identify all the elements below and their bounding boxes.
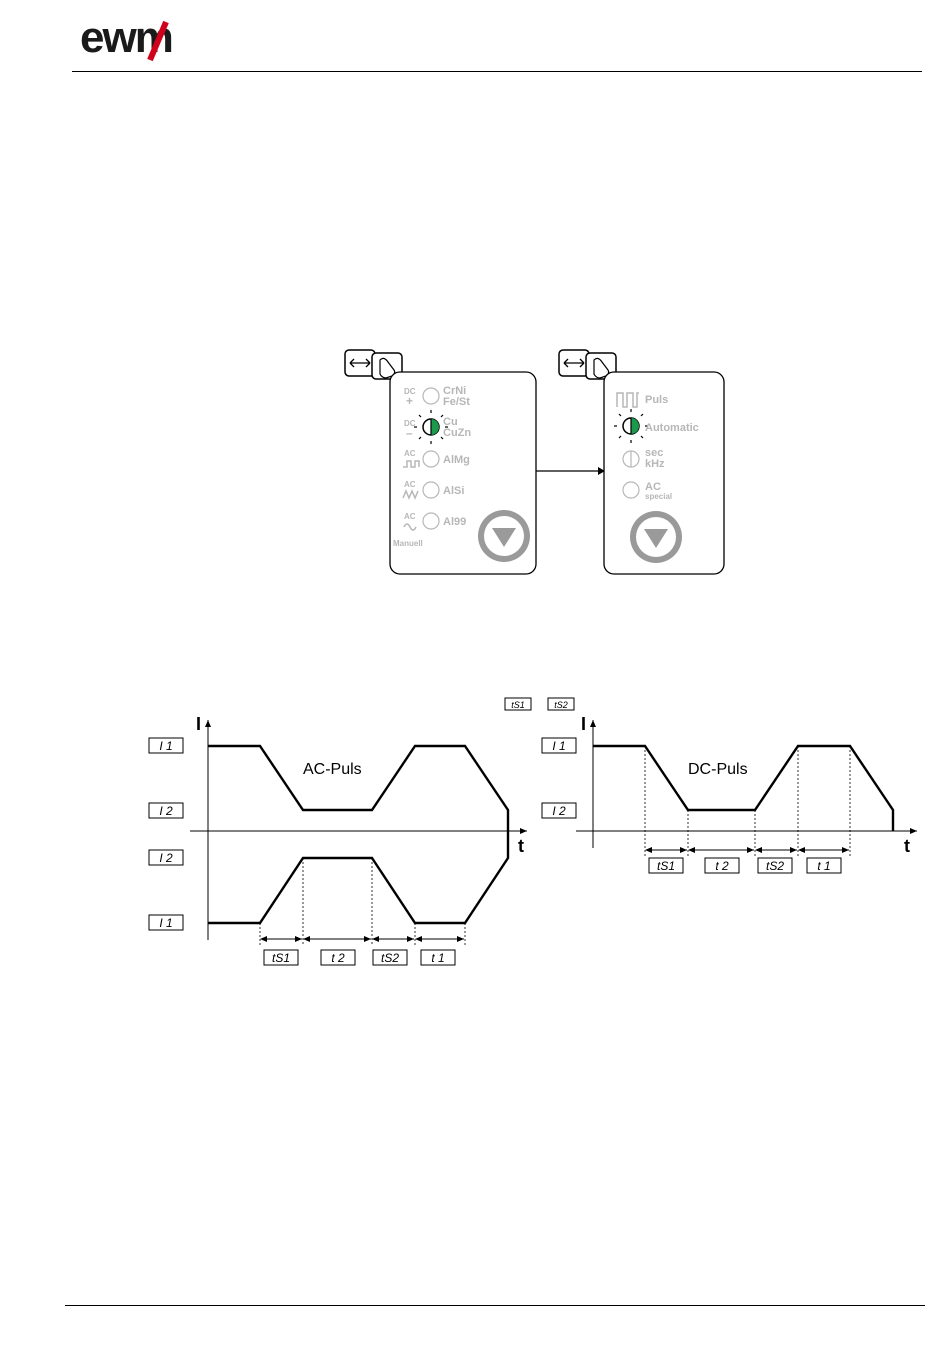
left-bottom-label: Manuell	[393, 539, 423, 548]
ac-display-i2-top: I 2	[149, 803, 183, 818]
svg-text:tS1: tS1	[657, 859, 675, 873]
left-item-4-label1: Al99	[443, 516, 466, 528]
left-down-button[interactable]	[478, 510, 530, 562]
ac-lower-curve	[208, 831, 508, 923]
right-down-button[interactable]	[630, 511, 682, 563]
left-item-1-label2: CuZn	[443, 427, 471, 439]
right-item-2-label2: kHz	[645, 458, 665, 470]
svg-text:I 2: I 2	[552, 804, 566, 818]
svg-text:t 2: t 2	[715, 859, 729, 873]
dc-display-i1: I 1	[542, 738, 576, 753]
ac-display-i1-top: I 1	[149, 738, 183, 753]
dc-x-label: t	[904, 836, 910, 856]
svg-text:t 1: t 1	[817, 859, 830, 873]
svg-text:t 1: t 1	[431, 951, 444, 965]
dc-display-ts1: tS1	[649, 858, 683, 873]
dc-curve	[593, 746, 893, 831]
ac-diagram: I t AC-Puls tS1 t 2 tS2 t 1 I 1 I 2 I 2	[149, 714, 527, 965]
svg-text:I 1: I 1	[552, 739, 565, 753]
ac-upper-curve	[208, 746, 508, 831]
left-item-0-label2: Fe/St	[443, 396, 470, 408]
left-led-0-icon	[423, 388, 439, 404]
inline-display-ts2: tS2	[548, 698, 574, 710]
ac-y-label: I	[196, 714, 201, 734]
right-item-1-label1: Automatic	[645, 422, 699, 434]
svg-text:tS2: tS2	[554, 700, 568, 710]
left-item-3-top: AC	[404, 480, 416, 489]
svg-text:I 2: I 2	[159, 851, 173, 865]
svg-text:I 2: I 2	[159, 804, 173, 818]
dc-display-i2: I 2	[542, 803, 576, 818]
dc-diagram: I t DC-Puls tS1 t 2 tS2 t 1 I 1 I 2	[542, 714, 917, 873]
ac-title: AC-Puls	[303, 761, 362, 778]
dc-display-t1: t 1	[807, 858, 841, 873]
left-item-2-label1: AlMg	[443, 454, 470, 466]
dc-title: DC-Puls	[688, 761, 748, 778]
ac-x-label: t	[518, 836, 524, 856]
left-item-0-sign: +	[406, 394, 413, 408]
right-item-0-label1: Puls	[645, 394, 668, 406]
svg-text:I 1: I 1	[159, 739, 172, 753]
left-led-2-icon	[423, 451, 439, 467]
ac-display-ts2: tS2	[373, 950, 407, 965]
ac-guides	[260, 858, 465, 945]
ac-display-i2-bottom: I 2	[149, 850, 183, 865]
left-item-2-top: AC	[404, 449, 416, 458]
svg-text:tS2: tS2	[381, 951, 399, 965]
right-led-3-icon	[623, 482, 639, 498]
footer-rule	[65, 1305, 925, 1306]
control-panels: DC + CrNi Fe/St DC – Cu CuZn AC AlMg AC …	[0, 0, 950, 600]
dc-display-t2: t 2	[705, 858, 739, 873]
left-led-3-icon	[423, 482, 439, 498]
dc-y-label: I	[581, 714, 586, 734]
svg-text:t 2: t 2	[331, 951, 345, 965]
left-led-4-icon	[423, 513, 439, 529]
ac-display-t1: t 1	[421, 950, 455, 965]
dc-display-ts2: tS2	[758, 858, 792, 873]
left-item-1-sign: –	[406, 426, 413, 440]
svg-text:tS2: tS2	[766, 859, 784, 873]
svg-text:I 1: I 1	[159, 916, 172, 930]
left-item-3-label1: AlSi	[443, 485, 464, 497]
left-item-4-top: AC	[404, 512, 416, 521]
ac-display-t2: t 2	[321, 950, 355, 965]
inline-display-ts1: tS1	[505, 698, 531, 710]
right-item-3-label2: special	[645, 492, 672, 501]
svg-text:tS1: tS1	[511, 700, 525, 710]
ac-display-i1-bottom: I 1	[149, 915, 183, 930]
right-led-2-icon	[623, 451, 639, 467]
pulse-diagrams: tS1 tS2 I t AC-Puls tS1 t 2	[0, 690, 950, 980]
ac-display-ts1: tS1	[264, 950, 298, 965]
svg-text:tS1: tS1	[272, 951, 290, 965]
